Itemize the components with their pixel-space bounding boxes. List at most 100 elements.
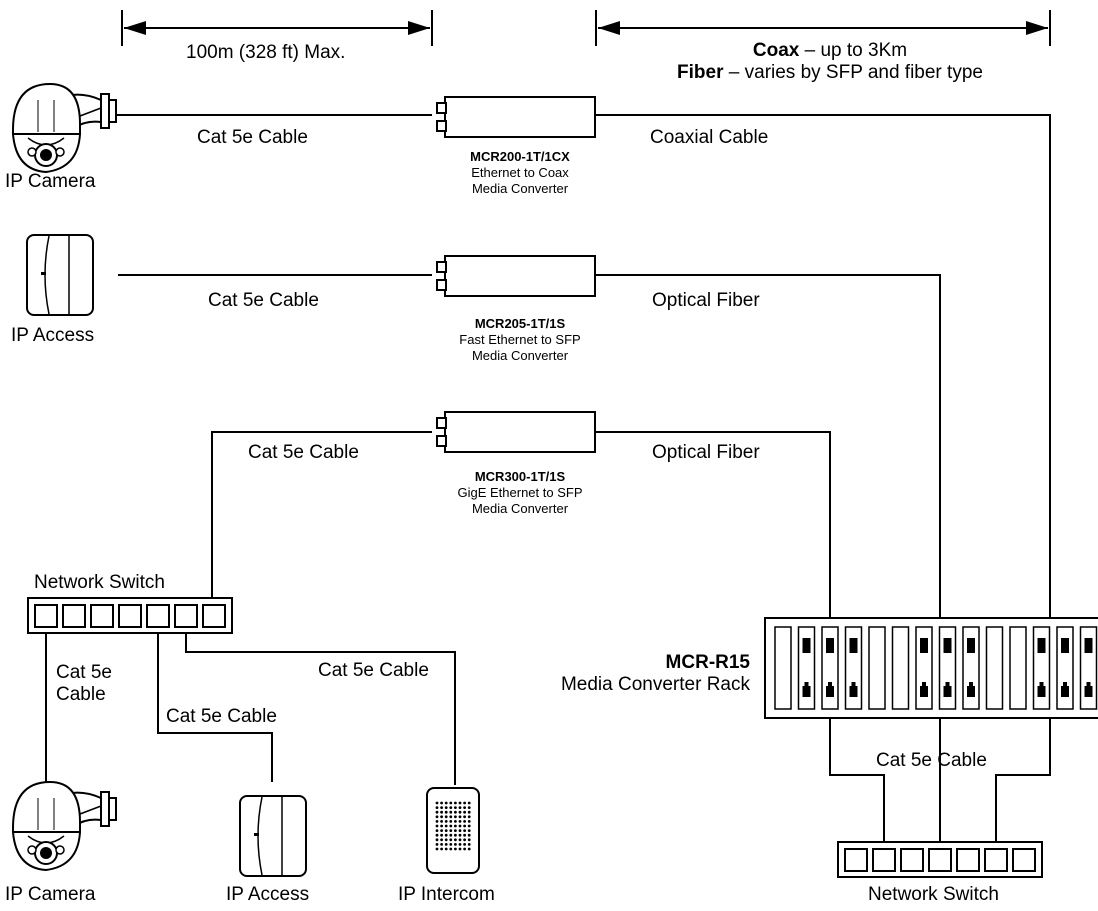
speaker-dot (463, 829, 466, 832)
device-label: IP Intercom (398, 884, 495, 905)
speaker-dot (467, 824, 471, 828)
speaker-dot (440, 833, 443, 837)
speaker-dot (463, 838, 466, 842)
camera-icon (11, 780, 117, 872)
speaker-dot (458, 847, 462, 851)
converter-label-mcr205: MCR205-1T/1S Fast Ethernet to SFP Media … (445, 316, 595, 364)
speaker-dot (444, 833, 448, 837)
speaker-dot (444, 815, 448, 819)
rack-empty-slot (891, 626, 910, 710)
speaker-dot (440, 829, 443, 832)
speaker-dot (449, 810, 453, 814)
long-haul-limit-label: Coax – up to 3Km Fiber – varies by SFP a… (620, 40, 1040, 84)
network-switch-right (837, 841, 1043, 878)
speaker-dot (467, 810, 471, 814)
speaker-dot (467, 829, 471, 832)
cable-label: Cat 5e Cable (248, 442, 359, 463)
speaker-dot (440, 843, 443, 846)
coax-term: Coax (752, 40, 800, 61)
speaker-dot (440, 838, 443, 842)
mcr205-converter (436, 255, 596, 297)
speaker-dot (467, 815, 471, 819)
speaker-dot (467, 838, 471, 842)
speaker-dot (440, 815, 443, 819)
speaker-dot (435, 820, 439, 823)
speaker-dot (463, 820, 466, 823)
speaker-dot (440, 820, 443, 823)
speaker-dot (458, 833, 462, 837)
speaker-dot (454, 810, 457, 814)
speaker-dot (458, 824, 462, 828)
speaker-dot (444, 843, 448, 846)
speaker-dot (463, 815, 466, 819)
device-label: Network Switch (34, 572, 165, 593)
converter-type: Media Converter (471, 181, 569, 196)
device-label: IP Access (226, 884, 310, 905)
speaker-dot (444, 838, 448, 842)
speaker-dot (467, 843, 471, 846)
long-haul-distance-dimension (595, 10, 1051, 46)
speaker-dot (449, 824, 453, 828)
cable-switch-to-mcr300 (211, 431, 432, 605)
cable-label: Cat 5e Cable (166, 706, 277, 727)
speaker-dot (444, 829, 448, 832)
speaker-dot (454, 838, 457, 842)
speaker-dot (440, 810, 443, 814)
speaker-dot (435, 810, 439, 814)
speaker-dot (440, 824, 443, 828)
speaker-dot (449, 847, 453, 851)
speaker-dot (467, 820, 471, 823)
speaker-dot (463, 843, 466, 846)
speaker-dot (449, 806, 453, 809)
rack-empty-slot (1009, 626, 1027, 710)
cable-label: Cat 5e Cable (318, 660, 429, 681)
device-label: Network Switch (868, 884, 999, 905)
cable-label: Cat 5e Cable (876, 750, 987, 771)
mcr200-converter (436, 96, 596, 138)
speaker-dot (454, 829, 457, 832)
speaker-dot (454, 806, 457, 809)
converter-model: MCR200-1T/1CX (470, 149, 570, 164)
speaker-dot (449, 833, 453, 837)
speaker-dot (435, 843, 439, 846)
speaker-dot (463, 824, 466, 828)
converter-description: Fast Ethernet to SFP (459, 332, 581, 347)
speaker-dot (467, 806, 471, 809)
rack-empty-slot (985, 626, 1004, 710)
cable-label: Cat 5e Cable (208, 290, 319, 311)
converter-label-mcr300: MCR300-1T/1S GigE Ethernet to SFP Media … (445, 469, 595, 517)
speaker-dot (458, 801, 462, 805)
speaker-dot (449, 843, 453, 846)
camera-icon (11, 82, 117, 174)
converter-model: MCR205-1T/1S (474, 316, 566, 331)
speaker-dot (458, 843, 462, 846)
network-switch-left (27, 597, 233, 634)
access-reader-icon (26, 234, 94, 316)
fiber-term: Fiber (677, 62, 724, 83)
rack-empty-slot (774, 626, 792, 710)
speaker-dot (435, 824, 439, 828)
intercom-icon (426, 787, 480, 874)
speaker-dot (454, 824, 457, 828)
speaker-dot (435, 815, 439, 819)
speaker-dot (435, 838, 439, 842)
cable-label-line2: Cable (56, 684, 106, 705)
speaker-dot (463, 833, 466, 837)
rack-card-slot (938, 626, 957, 710)
speaker-dot (454, 843, 457, 846)
rack-card-slot (915, 626, 933, 710)
speaker-dot (440, 806, 443, 809)
speaker-dot (435, 833, 439, 837)
device-label: IP Access (11, 325, 95, 346)
speaker-dot (440, 801, 443, 805)
cable-label-line1: Cat 5e (56, 662, 112, 683)
rack-empty-slot (868, 626, 886, 710)
speaker-dot (458, 806, 462, 809)
converter-description: Ethernet to Coax (471, 165, 569, 180)
speaker-dot (463, 806, 466, 809)
speaker-dot (458, 810, 462, 814)
copper-limit-label: 100m (328 ft) Max. (186, 42, 346, 63)
rack-label: MCR-R15 Media Converter Rack (560, 652, 750, 696)
speaker-dot (458, 820, 462, 823)
speaker-dot (449, 815, 453, 819)
